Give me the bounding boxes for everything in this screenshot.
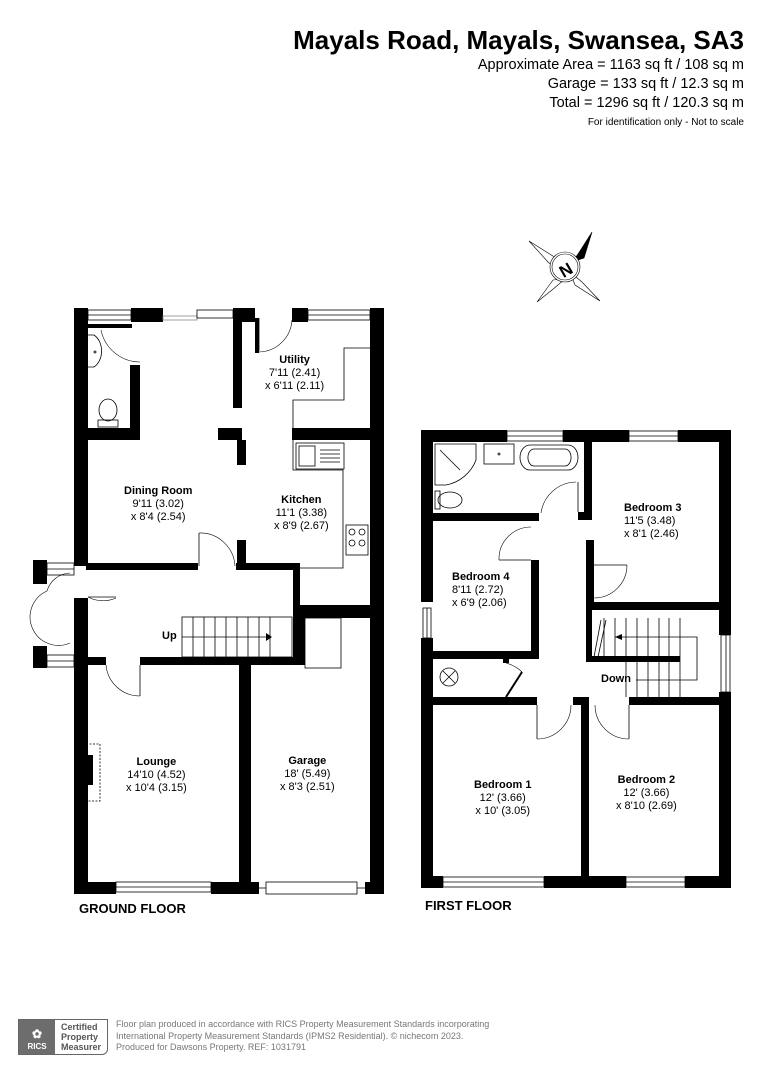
- stairs-arrow-icon: [615, 634, 622, 640]
- ground-floor-walls: [33, 308, 384, 894]
- ground-floor-fixtures: [29, 309, 372, 895]
- rics-globe-icon: ✿: [31, 1027, 43, 1041]
- room-label-kitchen: Kitchen 11'1 (3.38) x 8'9 (2.67): [274, 494, 329, 532]
- rics-logo: ✿ RICS: [19, 1020, 55, 1054]
- footer-statement: Floor plan produced in accordance with R…: [116, 1019, 490, 1052]
- room-label-garage: Garage 18' (5.49) x 8'3 (2.51): [280, 755, 335, 793]
- room-label-bedroom-3: Bedroom 3 11'5 (3.48) x 8'1 (2.46): [624, 502, 682, 540]
- property-address-title: Mayals Road, Mayals, Swansea, SA3: [293, 25, 744, 55]
- footer: ✿ RICS Certified Property Measurer Floor…: [18, 1019, 516, 1055]
- stairs-arrow-icon: [266, 633, 272, 641]
- room-label-utility: Utility 7'11 (2.41) x 6'11 (2.11): [265, 354, 325, 392]
- rics-certified-badge: ✿ RICS Certified Property Measurer: [18, 1019, 109, 1055]
- ground-floor-label: GROUND FLOOR: [79, 901, 186, 916]
- rics-badge-text: Certified Property Measurer: [61, 1022, 102, 1052]
- stairs-up-label: Up: [162, 630, 177, 642]
- room-label-lounge: Lounge 14'10 (4.52) x 10'4 (3.15): [126, 756, 187, 794]
- first-floor-fixtures: [422, 430, 731, 888]
- first-floor-label: FIRST FLOOR: [425, 898, 512, 913]
- compass-rose-icon: [528, 231, 601, 303]
- room-label-dining-room: Dining Room 9'11 (3.02) x 8'4 (2.54): [124, 485, 193, 523]
- first-floor-walls: [421, 430, 731, 888]
- total-area: Total = 1296 sq ft / 120.3 sq m: [549, 95, 744, 111]
- room-label-bedroom-1: Bedroom 1 12' (3.66) x 10' (3.05): [474, 779, 532, 817]
- plan-header: Mayals Road, Mayals, Swansea, SA3 Approx…: [293, 24, 744, 131]
- room-label-bedroom-4: Bedroom 4 8'11 (2.72) x 6'9 (2.06): [452, 571, 510, 609]
- stairs-down-label: Down: [601, 673, 631, 685]
- garage-area: Garage = 133 sq ft / 12.3 sq m: [547, 76, 744, 92]
- scale-disclaimer: For identification only - Not to scale: [587, 117, 744, 128]
- room-label-bedroom-2: Bedroom 2 12' (3.66) x 8'10 (2.69): [616, 774, 677, 812]
- approximate-area: Approximate Area = 1163 sq ft / 108 sq m: [477, 57, 744, 73]
